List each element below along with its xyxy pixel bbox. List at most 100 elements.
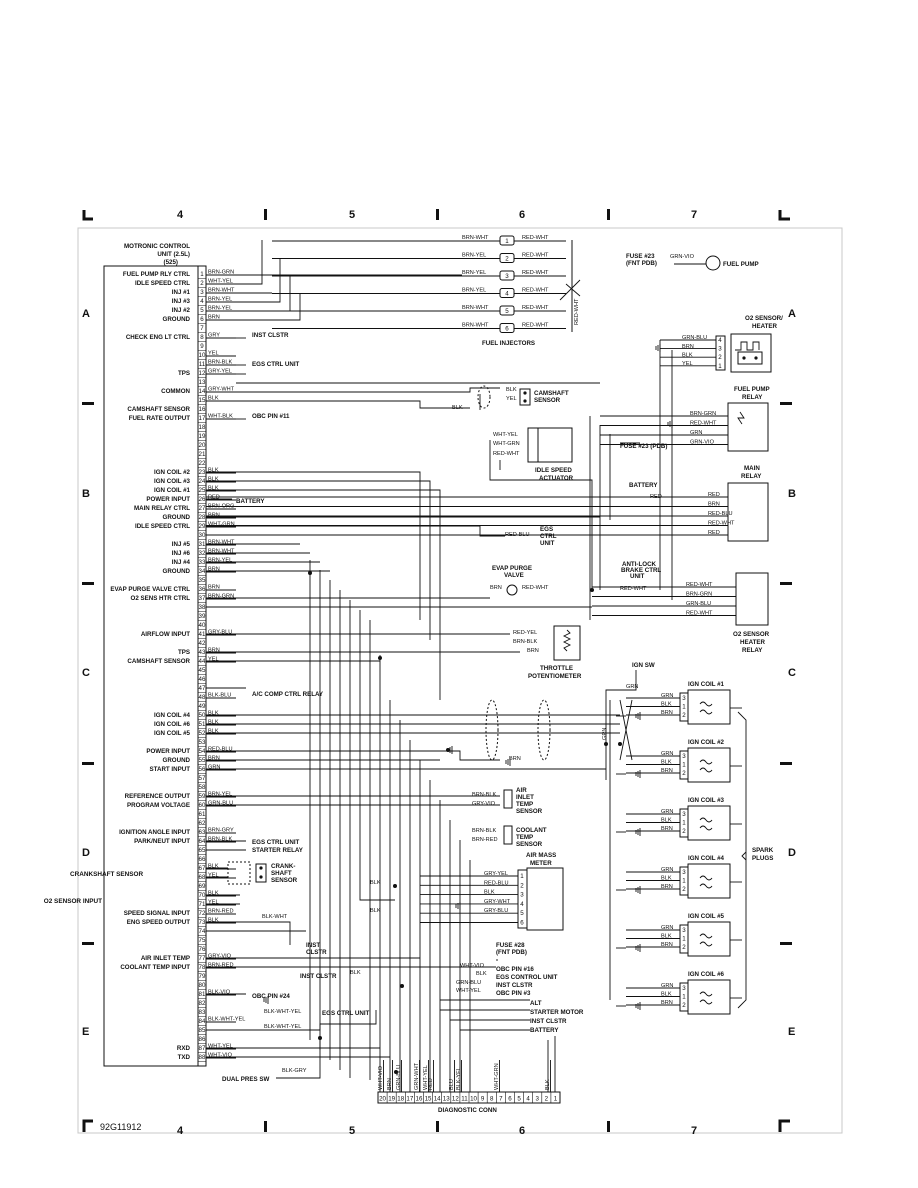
ecu-pin-wire: BLK (208, 917, 219, 923)
fuel-pump-relay-title-1: FUEL PUMP (734, 386, 770, 393)
injector-right-wire: RED-WHT (522, 305, 549, 311)
evap-title-2: VALVE (504, 572, 524, 579)
bus-ref-obc16-wire: WHT-VIO (460, 963, 485, 969)
injector-right-wire: RED-WHT (522, 270, 549, 276)
ecu-pin-number: 47 (199, 685, 206, 692)
ecu-pin-wire: BLK (208, 719, 219, 725)
spark-plugs-label-1: SPARK (752, 847, 774, 854)
ecu-pin-wire: WHT-BLK (208, 413, 233, 419)
egs-title-1: EGS (540, 526, 553, 533)
grid-row-b-left: B (82, 488, 90, 500)
motronic-control-unit: MOTRONIC CONTROL UNIT (2.5L) (525) 1FUEL… (44, 243, 245, 1067)
fuel-pump-relay-title-2: RELAY (742, 394, 763, 401)
amm-wire: GRY-BLU (484, 908, 508, 914)
ecu-pin-label: RXD (177, 1045, 191, 1052)
evap-title-1: EVAP PURGE (492, 565, 532, 572)
ecu-pin-wire: BRN-YEL (208, 296, 232, 302)
diag-pin: 19 (388, 1096, 395, 1103)
ecu-pin-number: 27 (199, 505, 206, 512)
ecu-pin-number: 74 (199, 928, 206, 935)
ecu-pin-wire: BRN-GRN (208, 593, 234, 599)
ecu-pin-label: IDLE SPEED CTRL (135, 280, 190, 287)
ecu-body (103, 265, 199, 1067)
main-relay-wire: RED (708, 492, 720, 498)
ecu-pin-label: COMMON (161, 388, 190, 395)
ecu-pin-wire: GRY-BLU (208, 629, 232, 635)
injector-body (499, 288, 515, 298)
grid-col-6: 6 (519, 209, 525, 221)
ecu-pin-number: 67 (199, 865, 206, 872)
main-relay-title-2: RELAY (741, 473, 762, 480)
bus-ref-inst-1-wire: GRN-BLU (456, 980, 481, 986)
diag-pin: 7 (499, 1096, 503, 1103)
bus-references: FUSE #28 (FNT PDB) OBC PIN #16 WHT-VIO E… (456, 942, 584, 1034)
main-relay-wire: BRN (708, 502, 720, 508)
ecu-pin-number: 44 (199, 658, 206, 665)
ecu-pin-number: 76 (199, 946, 206, 953)
ait-wire-1: BRN-BLK (472, 792, 497, 798)
ign-coil-pin: 1 (682, 994, 686, 1001)
ecu-pin-number: 60 (199, 802, 206, 809)
brn-wire-ground: BRN (509, 756, 521, 762)
ign-coil-wire: BLK (661, 934, 672, 940)
ecu-pin-number: 30 (199, 532, 206, 539)
ign-coil-pin: 2 (682, 886, 686, 893)
ecu-pin-wire: BRN-RED (208, 962, 233, 968)
ecu-pin-wire: RED-BLU (208, 746, 233, 752)
ref-ac-comp-relay: A/C COMP CTRL RELAY (252, 691, 324, 698)
ecu-pin-label: POWER INPUT (146, 496, 190, 503)
ecu-pin-label: ENG SPEED OUTPUT (127, 919, 190, 926)
grid-col-7: 7 (691, 209, 697, 221)
diag-pin: 1 (554, 1096, 558, 1103)
ign-coil-pin: 1 (682, 762, 686, 769)
o2-heater-title-1: O2 SENSOR/ (745, 315, 783, 322)
abs-ctrl-unit: ANTI-LOCK BRAKE CTRL UNIT RED-WHT (620, 561, 661, 592)
ecu-title-line-1: MOTRONIC CONTROL (124, 243, 190, 250)
grid-row-e-left: E (82, 1026, 89, 1038)
dual-pres-wire: BLK-GRY (282, 1068, 307, 1074)
throttle-potentiometer: RED-YEL BRN-BLK BRN THROTTLE POTENTIOMET… (513, 625, 582, 680)
ecu-pin-number: 7 (200, 325, 204, 332)
ign-coil-body (687, 921, 731, 957)
injector-number: 3 (505, 273, 509, 280)
ecu-pin-wire: WHT-VIO (208, 1052, 233, 1058)
o2-heater-title-2: HEATER (752, 323, 778, 330)
evap-right-wire: RED-WHT (522, 585, 549, 591)
ign-coil-body (687, 689, 731, 725)
ign-coil-title: IGN COIL #6 (688, 971, 725, 978)
ecu-pin-number: 6 (200, 316, 204, 323)
ecu-pin-number: 68 (199, 874, 206, 881)
diagram-frame (77, 227, 843, 1134)
amm-title-2: METER (530, 860, 552, 867)
ecu-pin-label: TXD (178, 1054, 191, 1061)
ecu-pin-number: 41 (199, 631, 206, 638)
ecu-pin-number: 18 (199, 424, 206, 431)
o2-relay-title-2: HEATER (740, 639, 766, 646)
ct-title-2: TEMP (516, 834, 533, 841)
ecu-pin-number: 15 (199, 397, 206, 404)
ecu-title-line-3: (525) (164, 259, 178, 266)
diag-pin: 16 (416, 1096, 423, 1103)
ecu-pin-number: 1 (200, 271, 204, 278)
tp-title-2: POTENTIOMETER (528, 673, 582, 680)
ecu-side-references: INST CLSTR EGS CTRL UNIT OBC PIN #11 BAT… (236, 332, 370, 1017)
ign-coil-title: IGN COIL #3 (688, 797, 725, 804)
ecu-pin-number: 56 (199, 766, 206, 773)
bus-ref-starter: STARTER MOTOR (530, 1009, 584, 1016)
ecu-pin-number: 36 (199, 586, 206, 593)
ecu-pin-number: 12 (199, 370, 206, 377)
ecu-pin-number: 66 (199, 856, 206, 863)
abs-title-3: UNIT (630, 573, 645, 580)
amm-pin: 5 (520, 910, 524, 917)
grid-rows: A A B B C C D D E E (82, 308, 796, 1038)
o2-pin-number: 1 (718, 363, 722, 370)
ecu-pin-label: GROUND (163, 514, 191, 521)
ecu-pin-wire: BLK (208, 710, 219, 716)
ign-coil-wire: BLK (661, 818, 672, 824)
ecu-pin-label: IGN COIL #5 (154, 730, 191, 737)
ecu-pin-label: TPS (178, 370, 190, 377)
ecu-pin-number: 81 (199, 991, 206, 998)
ecu-pin-label: INJ #4 (172, 559, 191, 566)
ecu-pin-label: INJ #6 (172, 550, 191, 557)
